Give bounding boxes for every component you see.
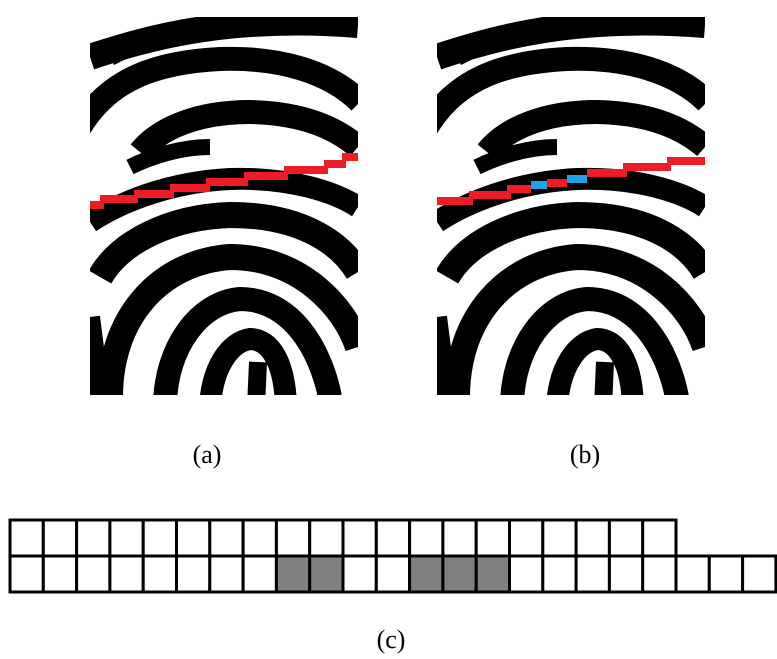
grid-cell — [208, 554, 245, 594]
grid-cell — [108, 554, 145, 594]
caption-a: (a) — [192, 440, 222, 469]
grid-cell — [108, 518, 145, 558]
grid-cell — [341, 554, 378, 594]
grid-cell-filled — [441, 554, 478, 594]
grid-row-bottom — [8, 554, 777, 594]
pixel-grid-panel-c — [8, 518, 777, 596]
grid-cell — [741, 554, 777, 594]
grid-cell — [474, 518, 512, 558]
grid-cell — [274, 518, 312, 558]
grid-cell — [574, 554, 611, 594]
grid-cell-filled — [408, 554, 445, 594]
grid-cell — [75, 554, 112, 594]
grid-cell — [141, 554, 178, 594]
grid-cell — [308, 518, 345, 558]
grid-cell — [374, 554, 412, 594]
grid-cell-filled — [474, 554, 512, 594]
grid-cell-filled — [274, 554, 312, 594]
fingerprint-image-b — [437, 17, 705, 395]
grid-cell — [641, 554, 678, 594]
fingerprint-panel-a — [90, 17, 358, 395]
grid-cell — [541, 518, 578, 558]
grid-cell — [208, 518, 245, 558]
grid-cell — [41, 554, 79, 594]
grid-cell — [574, 518, 611, 558]
grid-cell — [41, 518, 79, 558]
grid-cell — [508, 518, 545, 558]
grid-cell — [508, 554, 545, 594]
grid-row-top — [8, 518, 678, 558]
grid-cell — [374, 518, 412, 558]
grid-cell — [441, 518, 478, 558]
grid-cell — [674, 554, 711, 594]
grid-cell — [141, 518, 178, 558]
grid-cell — [541, 554, 578, 594]
caption-b: (b) — [569, 440, 601, 469]
grid-cell — [707, 554, 745, 594]
fingerprint-panel-b — [437, 17, 705, 395]
grid-cell — [341, 518, 378, 558]
grid-cell — [75, 518, 112, 558]
grid-cell — [408, 518, 445, 558]
pixel-grid — [8, 518, 777, 594]
grid-cell — [175, 554, 212, 594]
grid-cell — [8, 554, 45, 594]
grid-cell — [607, 554, 645, 594]
grid-cell — [175, 518, 212, 558]
grid-cell — [241, 518, 278, 558]
grid-cell — [8, 518, 45, 558]
grid-cell — [241, 554, 278, 594]
grid-cell — [607, 518, 645, 558]
grid-cell-filled — [308, 554, 345, 594]
caption-c: (c) — [376, 625, 406, 654]
fingerprint-image-a — [90, 17, 358, 395]
grid-cell — [641, 518, 678, 558]
